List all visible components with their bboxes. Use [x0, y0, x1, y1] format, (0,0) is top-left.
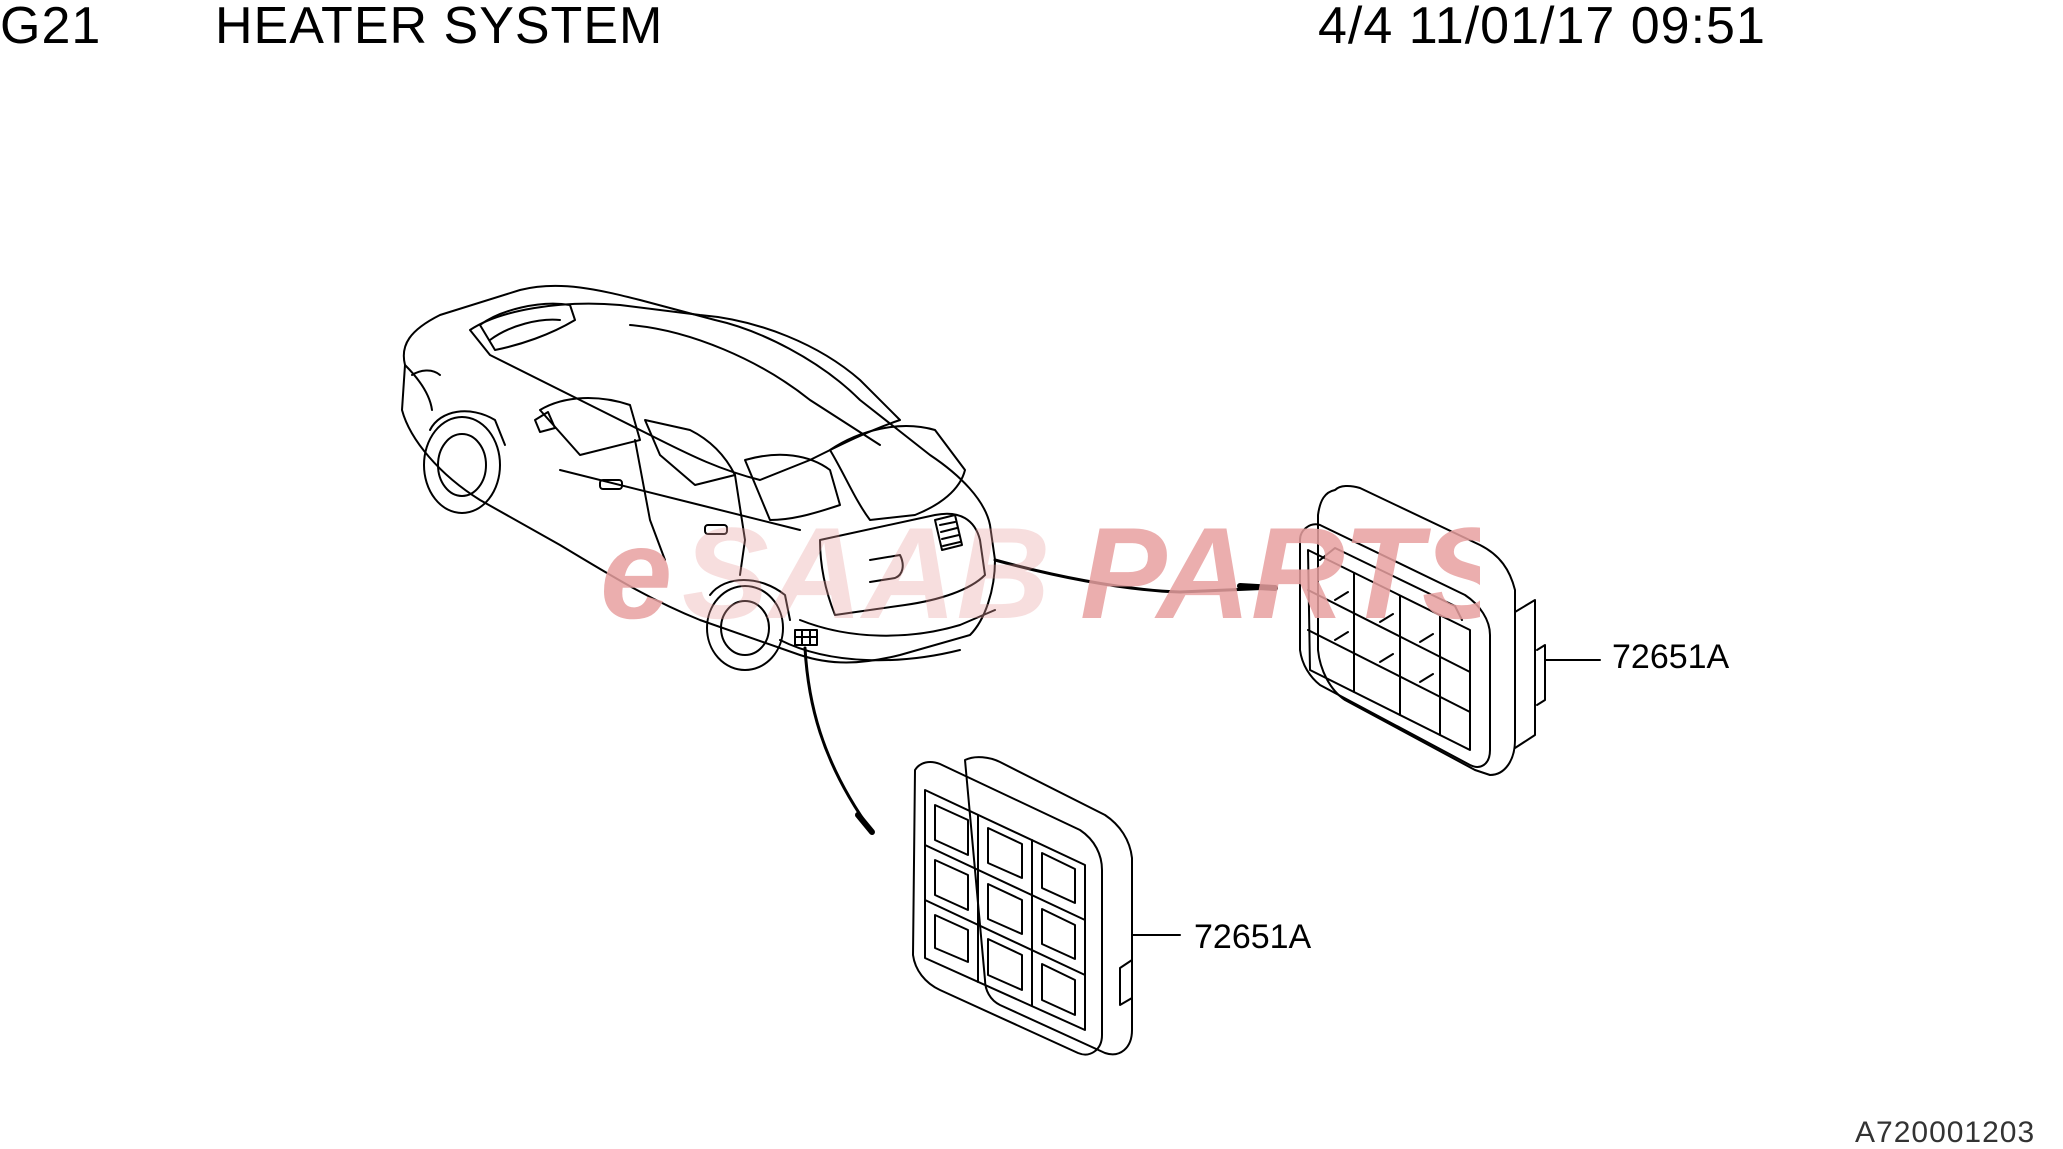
- watermark-logo: e SAAB PARTS: [600, 500, 1480, 646]
- page-stamp: 4/4 11/01/17 09:51: [1318, 0, 1766, 55]
- car-rear-window: [829, 425, 966, 521]
- car-window-front: [539, 397, 641, 456]
- car-door-line-2: [734, 474, 746, 576]
- svg-text:SAAB: SAAB: [682, 500, 1050, 646]
- part-number-label-lower: 72651A: [1194, 918, 1312, 956]
- svg-text:PARTS: PARTS: [1080, 500, 1480, 646]
- car-tailgate: [819, 512, 986, 616]
- car-window-rear: [644, 419, 736, 486]
- figure-id: A720001203: [1855, 1116, 2036, 1149]
- car-roof-rail: [629, 324, 881, 446]
- leader-line-lower: [803, 646, 874, 834]
- section-title: HEATER SYSTEM: [215, 0, 664, 55]
- vent-lower-illustration: [912, 756, 1133, 1056]
- car-sunroof: [479, 302, 576, 351]
- car-roof: [469, 302, 901, 481]
- svg-text:e: e: [600, 500, 672, 646]
- car-door-line-1: [634, 439, 666, 561]
- car-illustration: [401, 284, 996, 671]
- car-window-quarter: [744, 453, 841, 521]
- car-rear-wheel: [706, 585, 784, 671]
- car-front-end: [404, 364, 441, 411]
- leader-line-upper: [993, 558, 1277, 594]
- car-rear-bumper: [799, 609, 996, 637]
- car-front-wheel: [423, 416, 501, 514]
- car-tail-lamp: [934, 514, 963, 551]
- part-number-label-upper: 72651A: [1612, 638, 1730, 676]
- vent-upper-illustration: [1299, 484, 1546, 776]
- section-code: G21: [0, 0, 102, 55]
